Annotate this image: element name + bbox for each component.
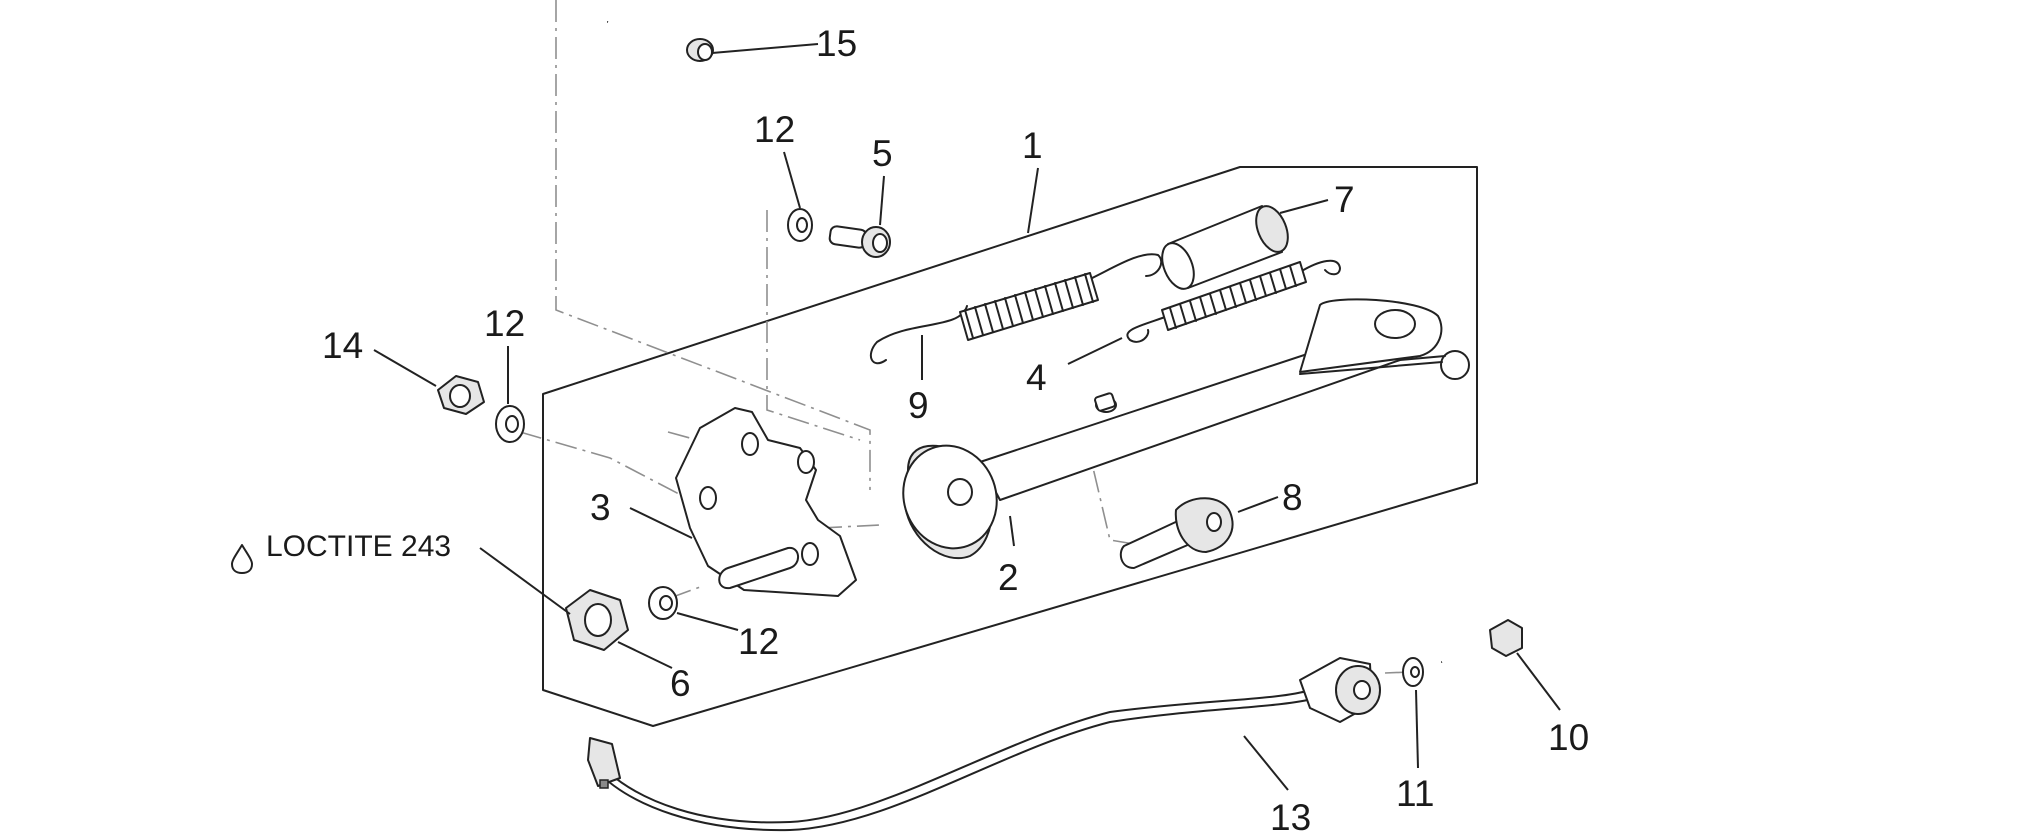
callout-12-left: 12 [484,303,525,344]
side-stand-2 [902,298,1470,560]
callout-2: 2 [998,557,1019,598]
callout-10: 10 [1548,717,1589,758]
callout-13: 13 [1270,797,1311,836]
drop-icon [231,544,253,574]
spring-4 [1126,259,1341,343]
callout-1: 1 [1022,125,1043,166]
callout-3: 3 [590,487,611,528]
nut-6 [565,589,629,651]
callout-numbers: 15 1 12 5 7 9 4 2 8 3 14 12 6 12 13 11 1… [322,23,1589,836]
callout-8: 8 [1282,477,1303,518]
callout-12-lower: 12 [738,621,779,662]
callout-7: 7 [1334,179,1355,220]
callout-4: 4 [1026,357,1047,398]
washer-12-left [495,405,525,443]
callout-5: 5 [872,133,893,174]
spring-9 [869,253,1163,365]
callout-15: 15 [816,23,857,64]
leader-lines [373,43,1561,791]
assembly-centerlines [519,0,1411,674]
pivot-bolt-8 [1119,497,1234,569]
assembly-frame [542,166,1478,727]
callout-11: 11 [1396,773,1434,814]
loctite-label: LOCTITE 243 [266,530,451,563]
washer-11 [1402,657,1424,687]
callout-14: 14 [322,325,363,366]
washer-12-top [787,208,813,242]
callout-6: 6 [670,663,691,704]
sleeve-7 [1161,205,1289,290]
washer-12-lower [648,586,678,620]
bolt-5 [828,225,891,258]
stand-switch-13 [587,657,1381,832]
loctite-note: LOCTITE 243 [231,530,451,574]
bracket-3 [675,407,857,597]
bolt-15 [607,19,714,62]
callout-12-top: 12 [754,109,795,150]
callout-9: 9 [908,385,929,426]
bolt-10 [1440,619,1523,666]
nut-14 [437,375,485,415]
